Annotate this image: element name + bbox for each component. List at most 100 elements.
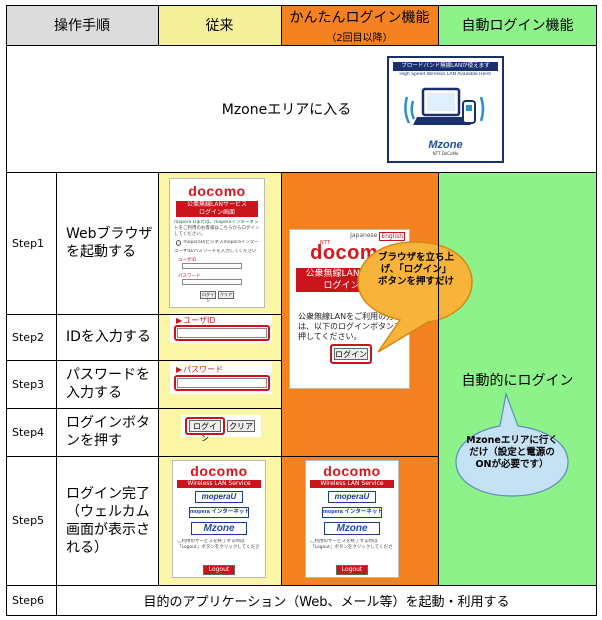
user-id-field[interactable] [182, 263, 242, 269]
login-button[interactable]: ログイン [200, 291, 216, 303]
easy-login-highlight [330, 344, 372, 364]
step5-label: Step5 [12, 514, 45, 527]
step5-text: ログイン完了（ウェルカム画面が表示される） [66, 485, 150, 556]
grid-line [6, 172, 597, 173]
password-field[interactable] [182, 279, 242, 285]
grid-line [158, 5, 159, 46]
lang-english[interactable]: English [379, 232, 405, 241]
area-row-text: Mzoneエリアに入る [221, 102, 352, 118]
auto-login-text: 自動的にログイン [461, 373, 574, 389]
login-buttons-zoom: ログイン クリア [181, 415, 261, 443]
grid-line [6, 456, 438, 457]
service-subtitle: ログイン画面 [176, 209, 258, 217]
step4-text: ログインボタンを押す [66, 415, 150, 449]
easy-body-text: 公衆無線LANをご利用の方は、以下のログインボタンを押してください。 [298, 312, 402, 341]
header-easy-login-cell [281, 5, 438, 45]
conventional-login-screen: docomo 公衆無線LANサービス ログイン画面 mopera Uまたは、mo… [169, 178, 265, 308]
password-input-zoom: ▶ パスワード [170, 362, 272, 394]
language-bar: Japanese English [350, 232, 405, 241]
poster-title: ブロードバンド無線LANが使えます [393, 62, 498, 71]
login-button-highlight [185, 417, 225, 435]
arrow-right-icon: ▶ [176, 365, 183, 374]
auto-callout-bubble [455, 391, 569, 497]
moperau-badge: moperaU [195, 491, 243, 503]
password-label-text: パスワード [183, 365, 224, 374]
step3-text: パスワードを入力する [66, 367, 150, 401]
poster-subtitle: High Speed Wireless LAN Available Here! [399, 72, 492, 77]
step6-text: 目的のアプリケーション（Web、メール等）を起動・利用する [143, 594, 510, 610]
header-easy-login: かんたんログイン機能 （2回目以降） [281, 5, 438, 45]
grid-line [6, 5, 597, 6]
grid-line [281, 172, 282, 585]
easy-welcome-service: Wireless LAN Service [310, 480, 394, 488]
grid-line [438, 5, 439, 46]
service-title: 公衆無線LANサービス [176, 201, 258, 209]
easy-welcome-docomo-logo: docomo [323, 463, 381, 479]
grid-line [6, 615, 597, 616]
header-conventional-cell [158, 5, 281, 45]
id-label: ▶ ユーザID [176, 315, 216, 326]
arrow-right-icon: ▶ [176, 316, 183, 325]
easy-login-button[interactable]: ログイン [334, 348, 368, 360]
grid-line [6, 5, 7, 616]
radio-icon [176, 240, 182, 246]
ntt-label: NTT [320, 240, 330, 246]
easy-mzone-badge: Mzone [324, 522, 380, 535]
grid-line [438, 172, 439, 585]
password-input[interactable] [177, 378, 267, 388]
step6-label: Step6 [12, 593, 45, 607]
header-auto-login: 自動ログイン機能 [438, 5, 597, 45]
step2-label: Step2 [12, 330, 45, 344]
password-label-zoom: ▶ パスワード [176, 364, 223, 375]
logout-button[interactable]: Logout [203, 565, 235, 575]
auto-login-column-bg [438, 172, 597, 585]
user-pass-label: ユーザID/パスワードを入力してください [174, 249, 257, 254]
radio-label: moperaU/ビジネスmoperaインターネット [183, 240, 258, 245]
easy-callout-bubble [357, 241, 473, 353]
poster-brand: Mzone [428, 139, 463, 151]
clear-button-zoom[interactable]: クリア [227, 420, 255, 432]
password-input-highlight [174, 375, 270, 391]
service-radio: moperaU/ビジネスmoperaインターネット [176, 240, 258, 246]
id-input-zoom: ▶ ユーザID [170, 313, 272, 343]
mzone-badge: Mzone [191, 522, 247, 535]
instruction-text: mopera Uまたは、moperaインターネットをご利用のお客様はこちらからロ… [174, 220, 260, 237]
step3-label: Step3 [12, 377, 45, 391]
grid-line [6, 408, 281, 409]
mzone-poster: ブロードバンド無線LANが使えます High Speed Wireless LA… [387, 56, 504, 163]
easy-callout-text: ブラウザを立ち上げ、「ログイン」ボタンを押すだけ [377, 252, 454, 287]
step2-text: IDを入力する [66, 329, 151, 345]
header-procedure-label: 操作手順 [54, 18, 110, 34]
easy-mopera-internet-badge: mopera インターネット [322, 507, 382, 518]
id-input[interactable] [177, 328, 267, 338]
easy-moperau-badge: moperaU [328, 491, 376, 503]
easy-welcome-note: ご利用のサービスを終了する時は「Logout」ボタンをクリックしてください。 [310, 539, 393, 550]
lang-japanese[interactable]: Japanese [350, 232, 378, 239]
id-input-highlight [174, 325, 270, 341]
grid-line [596, 5, 597, 616]
easy-logout-button[interactable]: Logout [336, 565, 368, 575]
grid-line [281, 5, 282, 46]
header-auto-login-cell [438, 5, 597, 45]
grid-line [6, 360, 281, 361]
step1-text: Webブラウザを起動する [66, 226, 153, 260]
step4-label: Step4 [12, 425, 45, 439]
poster-brand-sub: NTT DoCoMo [432, 151, 459, 156]
header-procedure: 操作手順 [6, 5, 158, 45]
auto-callout-text: Mzoneエリアに行くだけ（設定と電源のONが必要です） [466, 435, 558, 470]
grid-line [56, 172, 57, 616]
conventional-welcome-screen: docomo Wireless LAN Service moperaU mope… [172, 460, 266, 578]
header-easy-login-label: かんたんログイン機能 [289, 9, 430, 26]
header-procedure-cell [6, 5, 158, 45]
login-button-zoom[interactable]: ログイン [189, 420, 221, 443]
grid-line [158, 172, 159, 585]
welcome-docomo-logo: docomo [190, 463, 248, 479]
clear-button[interactable]: クリア [218, 291, 234, 299]
welcome-note: ご利用のサービスを終了する時は「Logout」ボタンをクリックしてください。 [177, 539, 260, 550]
grid-line [6, 45, 597, 46]
grid-line [6, 585, 597, 586]
header-auto-login-label: 自動ログイン機能 [461, 18, 574, 34]
easy-login-screen: Japanese English NTT docomo 公衆無線LANサービス … [289, 229, 410, 389]
laptop-icon [404, 87, 485, 125]
